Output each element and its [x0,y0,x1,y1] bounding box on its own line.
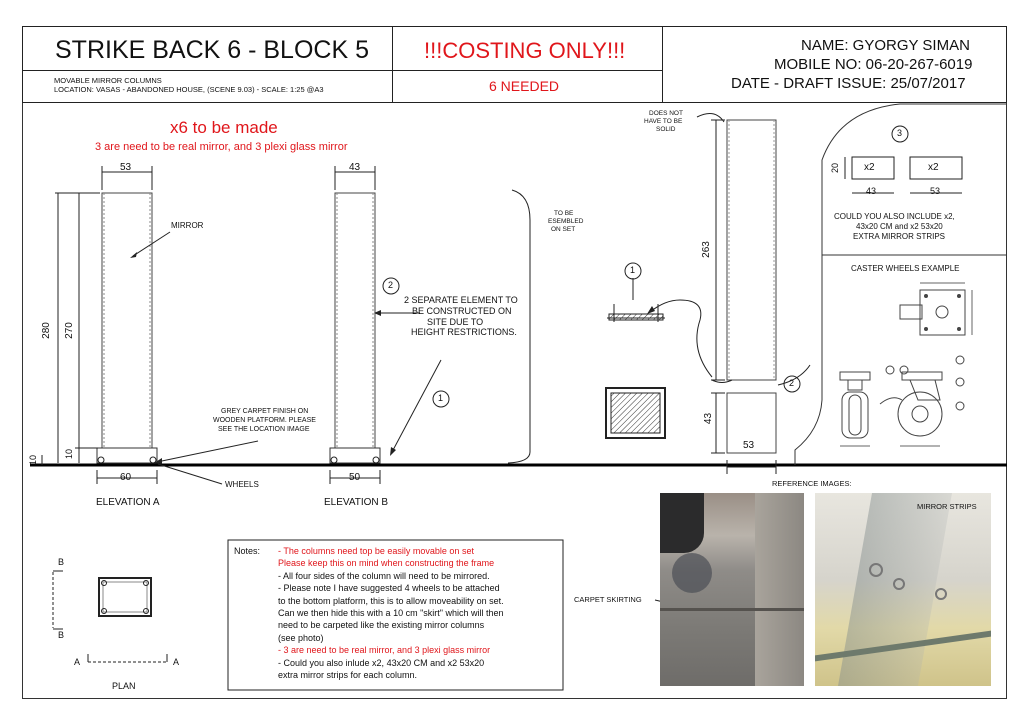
elevation-b-label: ELEVATION B [324,497,389,508]
separate-note-line-4: HEIGHT RESTRICTIONS. [411,327,517,337]
callout-2-section: 2 [789,378,795,388]
assembled-line-1: TO BE [554,210,574,217]
caster-side-views [839,355,965,447]
elevation-a-label: ELEVATION A [96,497,160,508]
strip-53-width: 53 [930,186,941,196]
notes-line: to the bottom platform, this is to allow… [278,595,504,606]
notes-line: (see photo) [278,632,324,643]
solid-note-line-2: HAVE TO BE [644,118,683,125]
plan-mark-b-top: B [58,557,65,567]
elevation-a-column [41,166,223,485]
dim-a-height-total: 280 [40,322,52,339]
title-divider-1 [392,26,393,103]
assembled-line-2: ESEMBLED [548,218,584,225]
notes-line: - Please note I have suggested 4 wheels … [278,583,500,594]
assembled-brace [507,189,531,464]
title-divider-h [22,70,662,71]
carpet-note-line-2: WOODEN PLATFORM. PLEASE [213,417,316,424]
callout-circle-1-section [624,262,642,280]
right-panel-divider [794,103,1007,465]
callout-circle-2-section [783,375,801,393]
carpet-note-line-3: SEE THE LOCATION IMAGE [218,426,310,433]
separate-note-line-2: BE CONSTRUCTED ON [412,306,512,316]
dim-b-width-bottom: 50 [349,472,361,483]
callout-2-elevation: 2 [388,280,394,290]
needed-count: 6 NEEDED [489,78,560,94]
plan-mark-a-left: A [74,657,81,667]
project-title: STRIKE BACK 6 - BLOCK 5 [55,36,369,64]
strips-note-line-1: COULD YOU ALSO INCLUDE x2, [834,212,955,221]
separate-note-line-1: 2 SEPARATE ELEMENT TO [404,295,518,305]
dim-section-upper: 263 [700,241,712,258]
dim-a-height-floor: 10 [28,454,39,466]
notes-heading: Notes: [234,546,261,556]
notes-frame [227,539,564,691]
dim-section-lower: 43 [703,412,715,425]
notes-line: extra mirror strips for each column. [278,670,418,680]
mirror-strips-label: MIRROR STRIPS [917,502,977,511]
strip-43-qty: x2 [864,162,875,173]
strip-height-label: 20 [830,162,841,174]
dim-a-height-base: 10 [64,448,75,460]
carpet-reference-photo [660,493,804,686]
headline-sub: 3 are need to be real mirror, and 3 plex… [95,141,348,153]
plan-label: PLAN [112,681,136,691]
notes-line: - All four sides of the column will need… [278,570,490,581]
caster-top-view [899,282,973,336]
subtitle-line-1: MOVABLE MIRROR COLUMNS [54,76,162,85]
callout-3-strips: 3 [897,128,903,138]
caster-title: CASTER WHEELS EXAMPLE [851,264,960,273]
dim-b-width-top: 43 [349,162,361,173]
notes-line: - The columns need top be easily movable… [278,546,474,556]
reference-title: REFERENCE IMAGES: [772,479,852,488]
dim-a-width-top: 53 [120,162,132,173]
costing-only-label: !!!COSTING ONLY!!! [424,38,626,63]
plan-view [52,570,168,663]
hatched-plan [605,387,666,439]
title-divider-2 [662,26,663,103]
callout-circle-2-elev [382,277,400,295]
strip-drawings [844,125,963,194]
carpet-skirting-label: CARPET SKIRTING [574,595,642,604]
notes-line: - Could you also inlude x2, 43x20 CM and… [278,657,485,668]
assembled-line-3: ON SET [551,226,576,233]
dim-section-width: 53 [743,440,755,451]
title-block [22,26,1007,103]
section-lower [711,392,777,474]
callout-1-section: 1 [630,265,636,275]
callout-1-elevation: 1 [438,393,444,403]
elevation-b-column [154,166,442,484]
dim-a-height-mirror: 270 [63,322,75,339]
mobile-number: MOBILE NO: 06-20-267-6019 [774,56,973,73]
subtitle-line-2: LOCATION: VASAS - ABANDONED HOUSE, (SCEN… [54,85,324,94]
notes-line: Can we then hide this with a 10 cm "skir… [278,608,504,618]
plan-mark-a-right: A [173,657,180,667]
section-upper [647,112,811,386]
draft-date: DATE - DRAFT ISSUE: 25/07/2017 [731,75,966,92]
dim-a-width-bottom: 60 [120,472,132,483]
strips-note-line-2: 43x20 CM and x2 53x20 [856,222,943,231]
notes-line: Please keep this on mind when constructi… [278,558,495,569]
designer-name: NAME: GYORGY SIMAN [801,37,970,54]
solid-note-line-3: SOLID [656,126,676,133]
strips-note-line-3: EXTRA MIRROR STRIPS [853,232,946,241]
strip-43-width: 43 [866,186,877,196]
strip-53-qty: x2 [928,162,939,173]
carpet-note-line-1: GREY CARPET FINISH ON [221,408,309,415]
headline-main: x6 to be made [170,118,278,137]
plan-mark-b-bottom: B [58,630,65,640]
wheels-label: WHEELS [225,480,259,489]
separate-note-line-3: SITE DUE TO [427,317,484,327]
notes-list: - The columns need top be easily movable… [274,546,559,686]
mirror-reference-photo [815,493,991,686]
notes-line: need to be carpeted like the existing mi… [278,620,485,631]
mirror-label: MIRROR [171,221,204,230]
callout-circle-1-elev [432,390,450,408]
notes-line: - 3 are need to be real mirror, and 3 pl… [278,645,491,656]
solid-note-line-1: DOES NOT [649,110,683,117]
section-1-detail [607,278,665,322]
